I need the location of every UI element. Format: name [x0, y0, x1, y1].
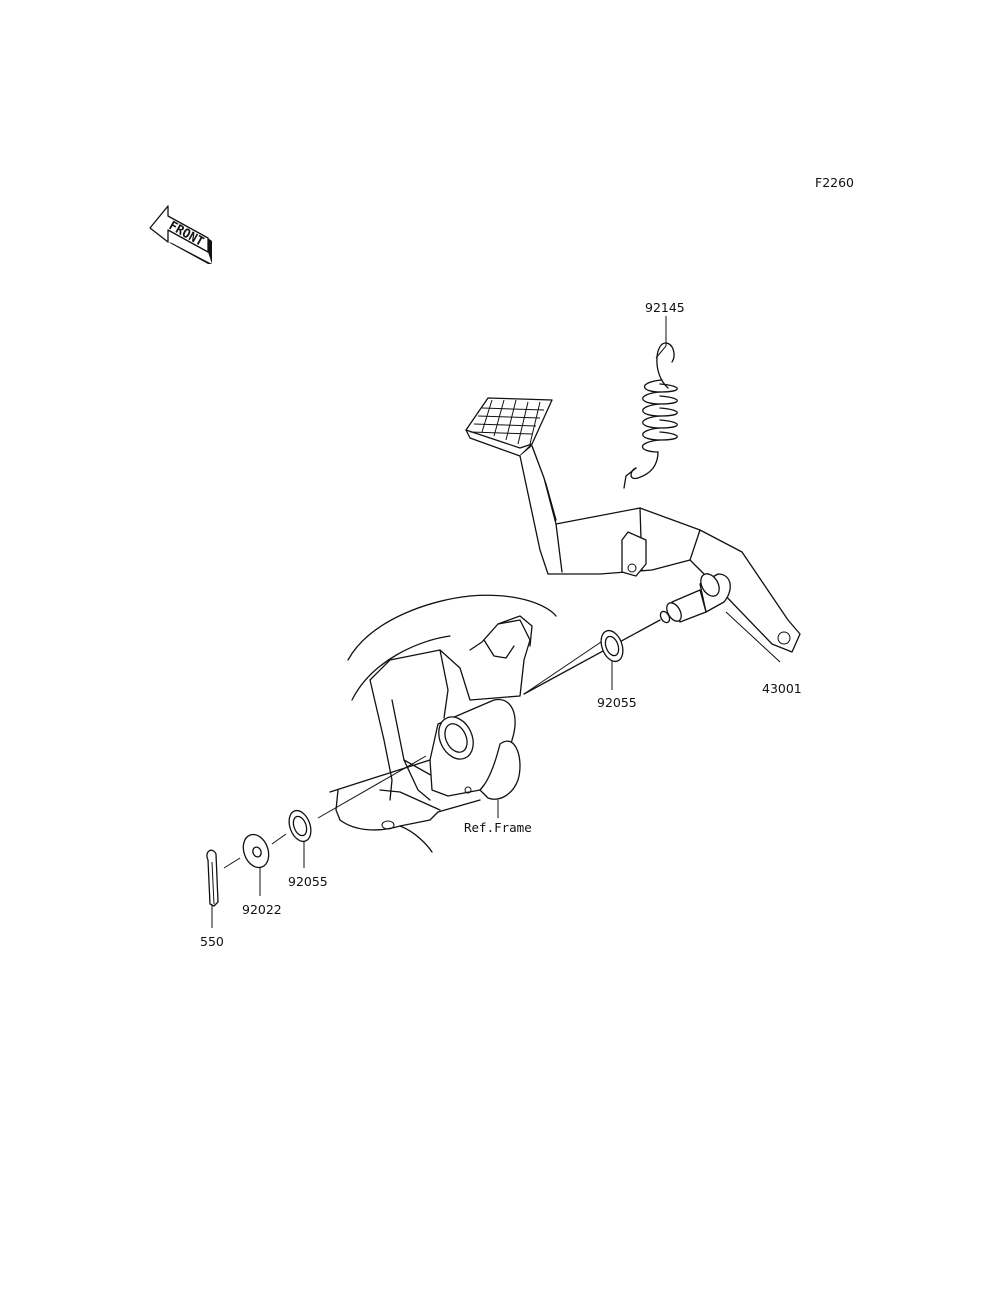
plain-washer: [242, 833, 270, 869]
label-92022: 92022: [242, 902, 282, 917]
label-43001: 43001: [762, 681, 802, 696]
return-spring: [623, 342, 678, 489]
frame-reference: [329, 594, 557, 853]
washer-left: [288, 809, 312, 843]
label-550: 550: [200, 934, 224, 949]
label-92145: 92145: [645, 300, 685, 315]
brake-pedal: [465, 397, 801, 695]
label-92055-right: 92055: [597, 695, 637, 710]
washer-right: [600, 629, 624, 663]
label-92055-left: 92055: [288, 874, 328, 889]
figure-code: F2260: [815, 175, 854, 190]
front-arrow-icon: FRONT: [149, 205, 212, 264]
cotter-pin: [206, 849, 219, 907]
assembly-lines: [211, 316, 781, 928]
label-ref-frame: Ref.Frame: [464, 820, 532, 835]
